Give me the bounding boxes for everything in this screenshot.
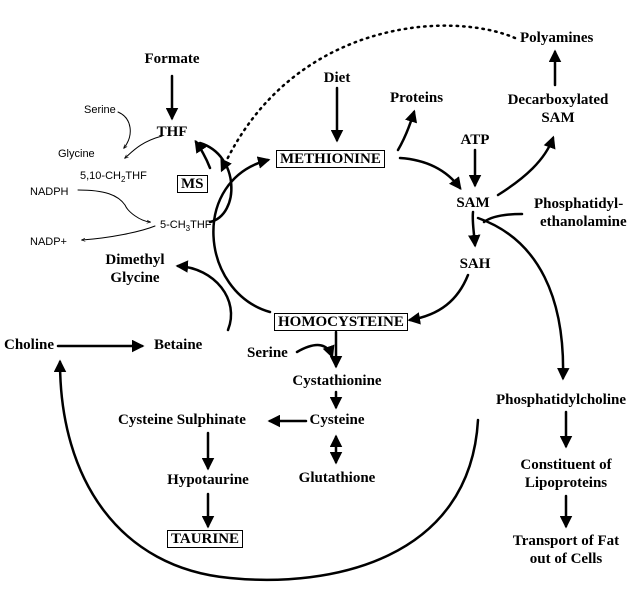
line-nadph-to-methyl [77, 189, 150, 222]
phosphatidyl-label: Phosphatidyl- [534, 196, 624, 212]
arrow-methionine-to-proteins [396, 109, 418, 152]
glutathione-label: Glutathione [298, 470, 376, 486]
diet-label: Diet [323, 70, 351, 86]
formate-label: Formate [144, 51, 200, 67]
transport-of-fat-label: Transport of Fat [512, 533, 620, 549]
arrow-sah-to-homocysteine [407, 273, 470, 325]
taurine-box: TAURINE [167, 530, 244, 548]
phosphatidylcholine-label: Phosphatidylcholine [495, 392, 627, 408]
line-methyl-to-nadp [82, 225, 156, 240]
hypotaurine-label: Hypotaurine [167, 472, 249, 488]
arrow-methionine-to-sam [398, 156, 462, 190]
arrow-bottom-arc-to-choline [53, 359, 480, 582]
dimethyl-label: Dimethyl [105, 252, 165, 268]
sam-label: SAM [456, 195, 490, 211]
serine-label: Serine [247, 345, 288, 361]
ethanolamine-label: ethanolamine [540, 214, 627, 230]
arrow-sam-to-sah [468, 210, 481, 248]
arrow-homocysteine-to-methionine [212, 156, 272, 314]
arrow-sam-to-decarboxylated-sam [496, 135, 556, 197]
lipoproteins-label: Lipoproteins [524, 475, 608, 491]
cystathionine-label: Cystathionine [292, 373, 382, 389]
line-phosphatidylethanolamine [482, 212, 524, 224]
decarboxylated-label: Decarboxylated [507, 92, 609, 108]
constituent-of-label: Constituent of [520, 457, 612, 473]
atp-label: ATP [460, 132, 490, 148]
arrow-betaine-to-dmg [175, 260, 233, 332]
cysteine-sulphinate-label: Cysteine Sulphinate [118, 412, 246, 428]
arrow-sam-to-phosphatidylcholine [476, 216, 570, 381]
homocysteine-box: HOMOCYSTEINE [274, 313, 408, 331]
dimethyl-glycine-label: Glycine [110, 270, 160, 286]
cysteine-label: Cysteine [309, 412, 365, 428]
decarboxylated-sam-label: SAM [541, 110, 575, 126]
dotted-feedback-arrow [220, 24, 517, 173]
arrow-serine-join [295, 343, 335, 359]
ms-enzyme-box: MS [177, 175, 208, 193]
thf-label: THF [156, 124, 188, 140]
out-of-cells-label: out of Cells [529, 551, 603, 567]
polyamines-label: Polyamines [520, 30, 594, 46]
serine-small-label: Serine [84, 104, 116, 116]
nadph-label: NADPH [30, 186, 69, 198]
methionine-box: METHIONINE [276, 150, 385, 168]
nadp-label: NADP+ [30, 236, 67, 248]
glycine-small-label: Glycine [58, 148, 95, 160]
methyl-thf-label: 5-CH3THF [160, 219, 212, 234]
betaine-label: Betaine [154, 337, 203, 353]
line-thf-to-methylene [125, 135, 163, 158]
line-serine-to-glycine [117, 111, 131, 148]
arc-ms [198, 141, 233, 224]
proteins-label: Proteins [390, 90, 444, 106]
arrow-to-thf [194, 139, 212, 170]
sah-label: SAH [459, 256, 491, 272]
choline-label: Choline [4, 337, 55, 353]
methylene-thf-label: 5,10-CH2THF [80, 170, 147, 185]
